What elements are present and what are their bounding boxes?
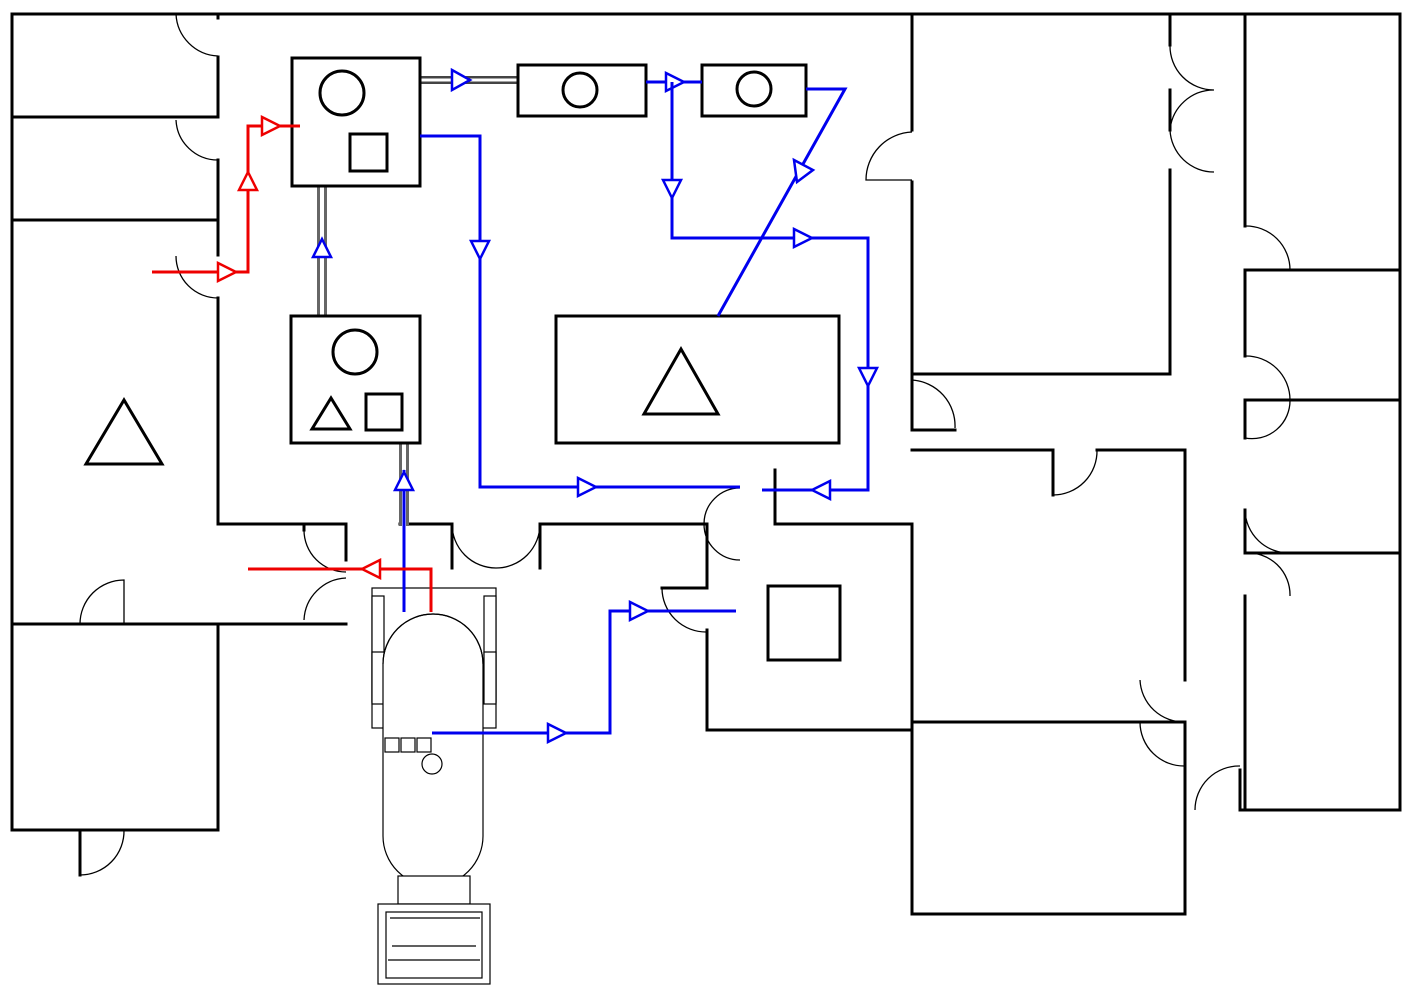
circle-symbol — [561, 71, 599, 109]
circle-symbol — [318, 69, 366, 117]
arrow-right-icon — [792, 226, 815, 250]
blue-truck-to-f — [432, 609, 736, 735]
arrow-down-icon — [792, 157, 816, 185]
door-bottom-left-2[interactable] — [79, 829, 125, 876]
arrow-right-icon — [628, 599, 651, 623]
triangle-symbol — [641, 345, 721, 416]
outer-wall — [10, 12, 1402, 877]
door-dock-1[interactable] — [303, 529, 347, 573]
work-area-e[interactable] — [554, 314, 841, 445]
arrow-left-icon — [359, 557, 382, 581]
walls — [10, 12, 1402, 916]
door-bottom-left-1[interactable] — [79, 579, 125, 625]
arrow-right-icon — [546, 721, 569, 745]
blue-flows — [310, 67, 880, 745]
square-symbol — [364, 392, 404, 432]
delivery-truck[interactable] — [371, 587, 497, 985]
door-far-right-3[interactable] — [1244, 509, 1291, 597]
arrow-up-icon — [236, 169, 260, 192]
arrow-down-icon — [660, 178, 684, 201]
circle-symbol — [331, 328, 379, 376]
arrow-up-icon — [310, 236, 334, 259]
arrow-right-icon — [450, 67, 473, 93]
wall-right-block-mid — [910, 448, 1187, 916]
wall-room-top-left — [10, 12, 220, 257]
station-a[interactable] — [290, 56, 422, 188]
arrow-left-icon — [809, 478, 832, 502]
door-top-left-2[interactable] — [175, 119, 219, 161]
door-far-right-2[interactable] — [1244, 355, 1291, 440]
wall-right-block-top — [910, 12, 1172, 376]
arrow-up-icon — [392, 469, 416, 492]
door-left-corridor[interactable] — [175, 255, 219, 299]
red-inbound — [152, 124, 300, 274]
door-right-block-mid[interactable] — [1052, 449, 1098, 496]
blue-a-to-door — [420, 134, 740, 489]
arrow-right-icon — [216, 260, 239, 284]
circle-symbol — [735, 70, 773, 108]
red-flows — [152, 114, 433, 612]
square-symbol — [348, 132, 389, 173]
door-right-top[interactable] — [865, 131, 913, 181]
door-far-right-1[interactable] — [1244, 225, 1291, 271]
door-box-room[interactable] — [661, 587, 708, 633]
arrow-right-icon — [260, 114, 283, 138]
station-b[interactable] — [289, 314, 422, 445]
blue-d-to-e — [716, 87, 848, 317]
wall-far-right — [1238, 12, 1402, 812]
red-outbound — [248, 567, 433, 612]
machine-d[interactable] — [700, 63, 808, 118]
doors — [79, 13, 1291, 876]
arrow-down-icon — [856, 366, 880, 389]
machine-c[interactable] — [516, 63, 648, 118]
triangle-symbol — [309, 395, 353, 431]
door-right-top-2[interactable] — [1169, 44, 1215, 173]
arrow-right-icon — [576, 475, 599, 499]
wall-left-corridor — [216, 296, 348, 562]
arrow-down-icon — [468, 239, 492, 262]
door-top-left-1[interactable] — [175, 13, 219, 57]
triangle-symbol — [83, 397, 165, 466]
door-dock-2[interactable] — [303, 577, 347, 621]
door-central-bottom[interactable] — [451, 523, 541, 569]
door-right-block-low[interactable] — [1139, 679, 1186, 767]
door-right-mid[interactable] — [911, 379, 956, 429]
arrow-right-icon — [664, 70, 687, 94]
door-far-right-4[interactable] — [1194, 765, 1241, 811]
wall-central-right — [773, 12, 957, 916]
room-g-symbol — [83, 397, 165, 466]
door-central-right[interactable] — [703, 487, 776, 561]
box-f[interactable] — [766, 584, 842, 662]
